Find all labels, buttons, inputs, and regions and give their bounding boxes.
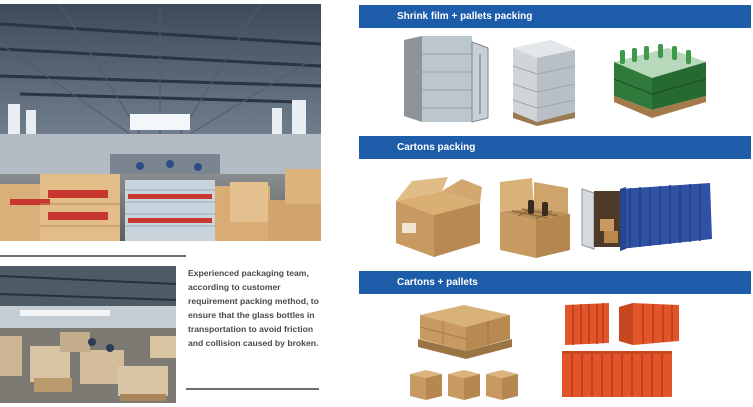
- section-title-cartons-pallets: Cartons + pallets: [359, 271, 751, 294]
- shrink-wrapped-pallet-image: [507, 38, 579, 126]
- blue-shipping-container-image: [580, 183, 714, 255]
- carton-with-dividers-image: [494, 178, 574, 260]
- carton-box-image: [392, 177, 484, 261]
- container-shrink-pallets-image: [400, 34, 492, 126]
- section-title-cartons: Cartons packing: [359, 136, 751, 159]
- cartons-on-pallet-image: [414, 301, 514, 361]
- orange-container-medium-image: [617, 301, 681, 347]
- section-divider: [0, 255, 186, 257]
- three-cartons-image: [408, 366, 520, 402]
- warehouse-photo-team: [0, 266, 176, 403]
- section-title-shrink-film: Shrink film + pallets packing: [359, 5, 751, 28]
- orange-container-large-image: [560, 349, 674, 399]
- section-divider: [186, 388, 319, 390]
- warehouse-photo-main: [0, 4, 321, 241]
- green-bottles-pallet-image: [610, 40, 710, 122]
- orange-container-small-image: [563, 301, 611, 347]
- packaging-team-description: Experienced packaging team, according to…: [188, 268, 319, 348]
